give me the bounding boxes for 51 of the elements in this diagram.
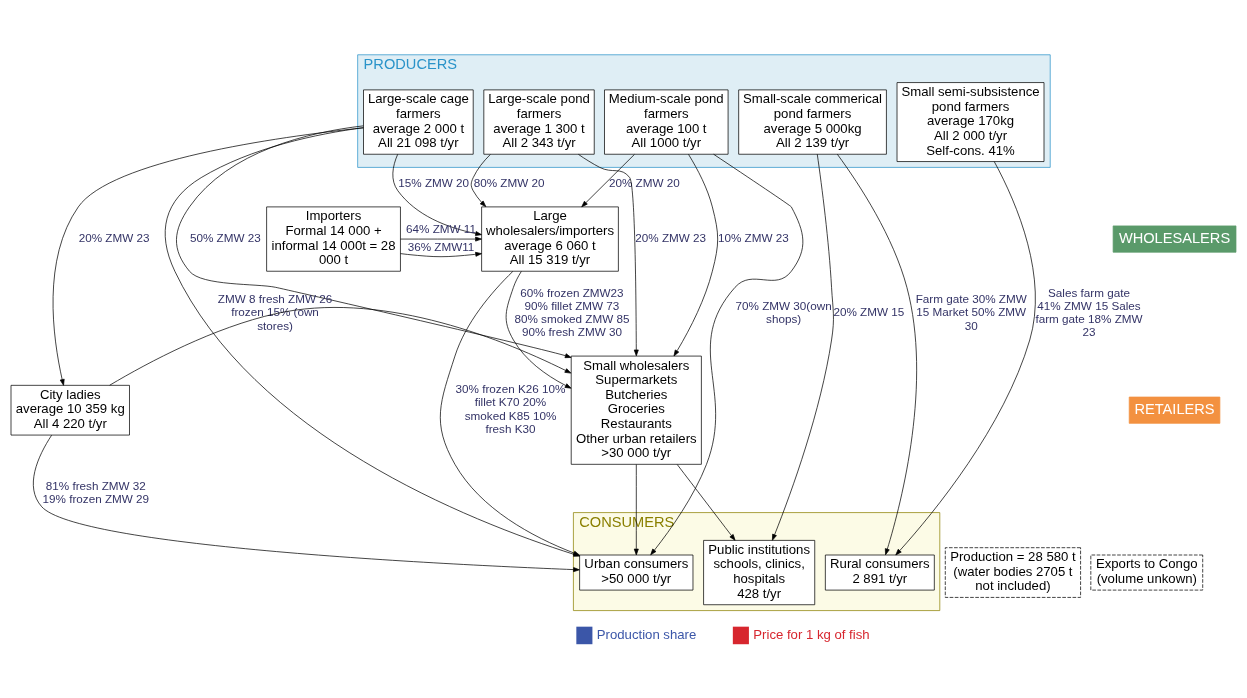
legend-label: Price for 1 kg of fish bbox=[753, 626, 870, 642]
edge-label: 50% ZMW 23 bbox=[189, 230, 261, 244]
edge-label: 80% ZMW 20 bbox=[473, 175, 545, 189]
node-box: Exports to Congo (volume unkown) bbox=[1090, 554, 1204, 590]
node-box: Small wholesalers Supermarkets Butcheries Groceries Restaurants Other urban retailers >30 000 t/yr bbox=[570, 355, 702, 465]
edge-label: 20% ZMW 20 bbox=[608, 175, 680, 189]
arrow bbox=[581, 153, 635, 207]
arrow bbox=[578, 153, 639, 356]
node-box: Public institutions schools, clinics, hospitals 428 t/yr bbox=[703, 539, 816, 605]
edge-label: Farm gate 30% ZMW 15 Market 50% ZMW 30 bbox=[915, 291, 1027, 332]
edge-label: 10% ZMW 23 bbox=[717, 230, 789, 244]
node-box: WHOLESALERS bbox=[1112, 225, 1237, 253]
arrow bbox=[650, 153, 804, 555]
arrow bbox=[52, 126, 364, 386]
edge-label: 20% ZMW 15 bbox=[833, 304, 905, 318]
node-box: Production = 28 580 t (water bodies 2705 t not included) bbox=[944, 546, 1081, 598]
node-box: Large wholesalers/importers average 6 060 t All 15 319 t/yr bbox=[481, 206, 619, 272]
arrow bbox=[109, 306, 572, 386]
node-box: Rural consumers 2 891 t/yr bbox=[825, 554, 935, 590]
node-box: Small-scale commerical pond farmers average 5 000kg All 2 139 t/yr bbox=[738, 89, 887, 155]
arrow bbox=[673, 153, 719, 356]
edge-label: 15% ZMW 20 bbox=[398, 175, 470, 189]
arrow bbox=[400, 236, 482, 241]
node-box: Importers Formal 14 000 + informal 14 000t = 28 000 t bbox=[266, 206, 401, 272]
edge-label: 20% ZMW 23 bbox=[78, 230, 150, 244]
arrow bbox=[176, 125, 572, 358]
arrow bbox=[400, 251, 482, 257]
edge-label: 60% frozen ZMW23 90% fillet ZMW 73 80% smoked ZMW 85 90% fresh ZMW 30 bbox=[514, 285, 630, 338]
edge-label: 70% ZMW 30(own shops) bbox=[735, 298, 832, 325]
arrow bbox=[676, 463, 736, 541]
arrow bbox=[895, 160, 1036, 555]
node-box: Urban consumers >50 000 t/yr bbox=[579, 554, 694, 590]
edge-label: 81% fresh ZMW 32 19% frozen ZMW 29 bbox=[42, 478, 150, 505]
edge-label: Sales farm gate 41% ZMW 15 Sales farm gate 18% ZMW 23 bbox=[1035, 285, 1143, 338]
arrow bbox=[505, 270, 572, 389]
edge-label: 36% ZMW11 bbox=[407, 239, 475, 253]
node-box: City ladies average 10 359 kg All 4 220 t/yr bbox=[10, 384, 130, 435]
node-box: Large-scale cage farmers average 2 000 t All 21 098 t/yr bbox=[363, 89, 474, 155]
edge-label: 64% ZMW 11 bbox=[406, 221, 476, 235]
arrow bbox=[633, 463, 639, 555]
node-box: Large-scale pond farmers average 1 300 t All 2 343 t/yr bbox=[483, 89, 595, 155]
edge-label: 20% ZMW 23 bbox=[635, 230, 707, 244]
node-box: RETAILERS bbox=[1128, 396, 1221, 424]
edge-label: 30% frozen K26 10% fillet K70 20% smoked K85 10% fresh K30 bbox=[455, 381, 566, 435]
arrow bbox=[772, 153, 834, 541]
arrow bbox=[392, 153, 482, 236]
node-box: Medium-scale pond farmers average 100 t All 1000 t/yr bbox=[604, 89, 729, 155]
arrow bbox=[470, 153, 491, 207]
legend-label: Production share bbox=[596, 626, 697, 642]
arrow bbox=[836, 153, 917, 555]
node-box: Small semi-subsistence pond farmers average 170kg All 2 000 t/yr Self-cons. 41% bbox=[896, 81, 1045, 162]
